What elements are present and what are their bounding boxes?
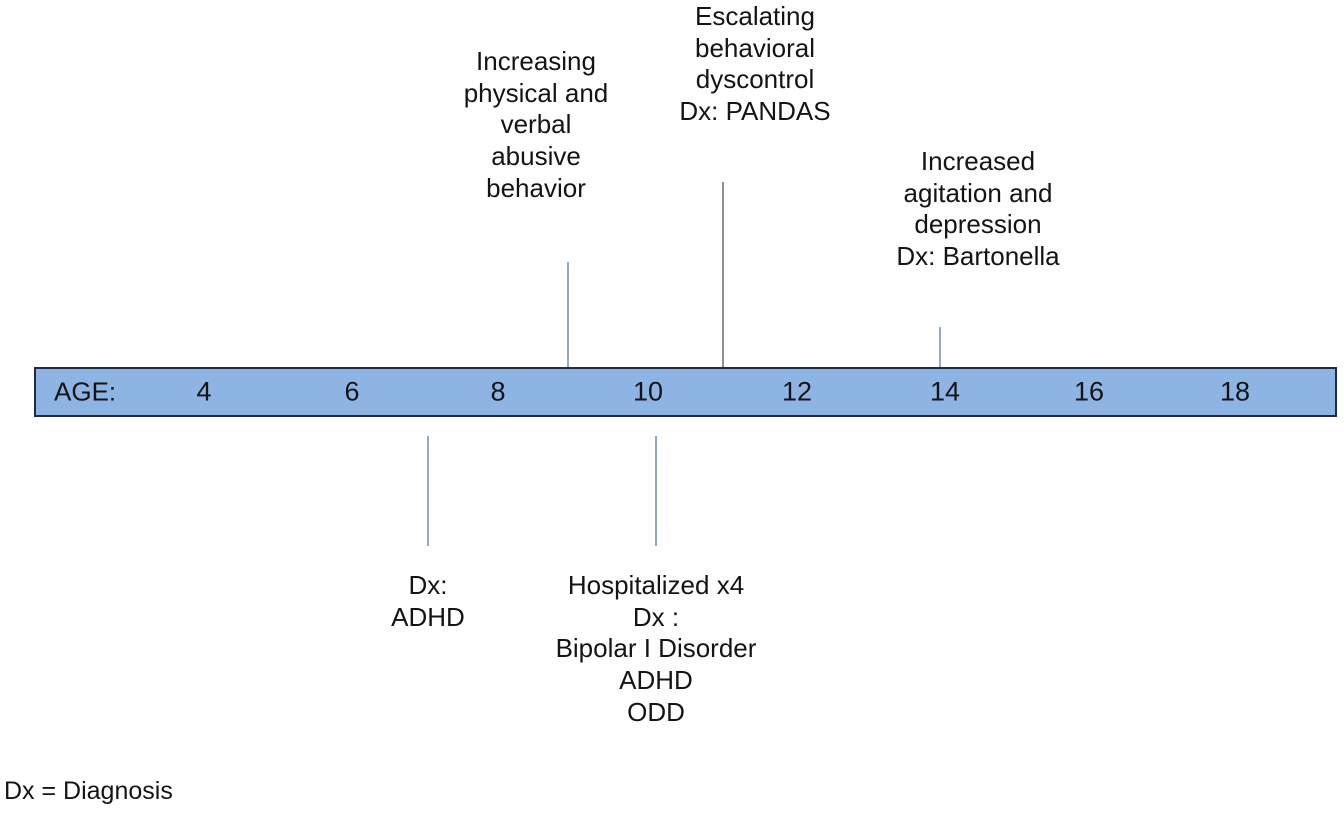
tick-label-16: 16 xyxy=(1073,376,1105,407)
axis-label-age: AGE: xyxy=(54,376,117,407)
tick-label-8: 8 xyxy=(490,376,506,407)
annotation-abusive-behavior: Increasing physical and verbal abusive b… xyxy=(463,46,609,203)
tick-label-10: 10 xyxy=(632,376,664,407)
connector-line-bartonella xyxy=(939,327,941,368)
connector-line-adhd xyxy=(427,436,429,546)
annotation-hospitalized: Hospitalized x4 Dx : Bipolar I Disorder … xyxy=(555,570,757,727)
annotation-bartonella: Increased agitation and depression Dx: B… xyxy=(896,146,1060,272)
timeline-axis-bar: AGE: 4 6 8 10 12 14 16 18 xyxy=(34,367,1337,417)
tick-label-6: 6 xyxy=(344,376,360,407)
tick-label-14: 14 xyxy=(929,376,961,407)
tick-label-12: 12 xyxy=(781,376,813,407)
connector-line-abusive-behavior xyxy=(567,262,569,368)
connector-line-pandas xyxy=(722,182,724,368)
annotation-adhd: Dx: ADHD xyxy=(391,570,465,632)
tick-label-18: 18 xyxy=(1219,376,1251,407)
connector-line-hospitalized xyxy=(655,436,657,546)
tick-label-4: 4 xyxy=(196,376,212,407)
footnote-dx-legend: Dx = Diagnosis xyxy=(4,777,173,805)
annotation-pandas: Escalating behavioral dyscontrol Dx: PAN… xyxy=(679,1,831,127)
